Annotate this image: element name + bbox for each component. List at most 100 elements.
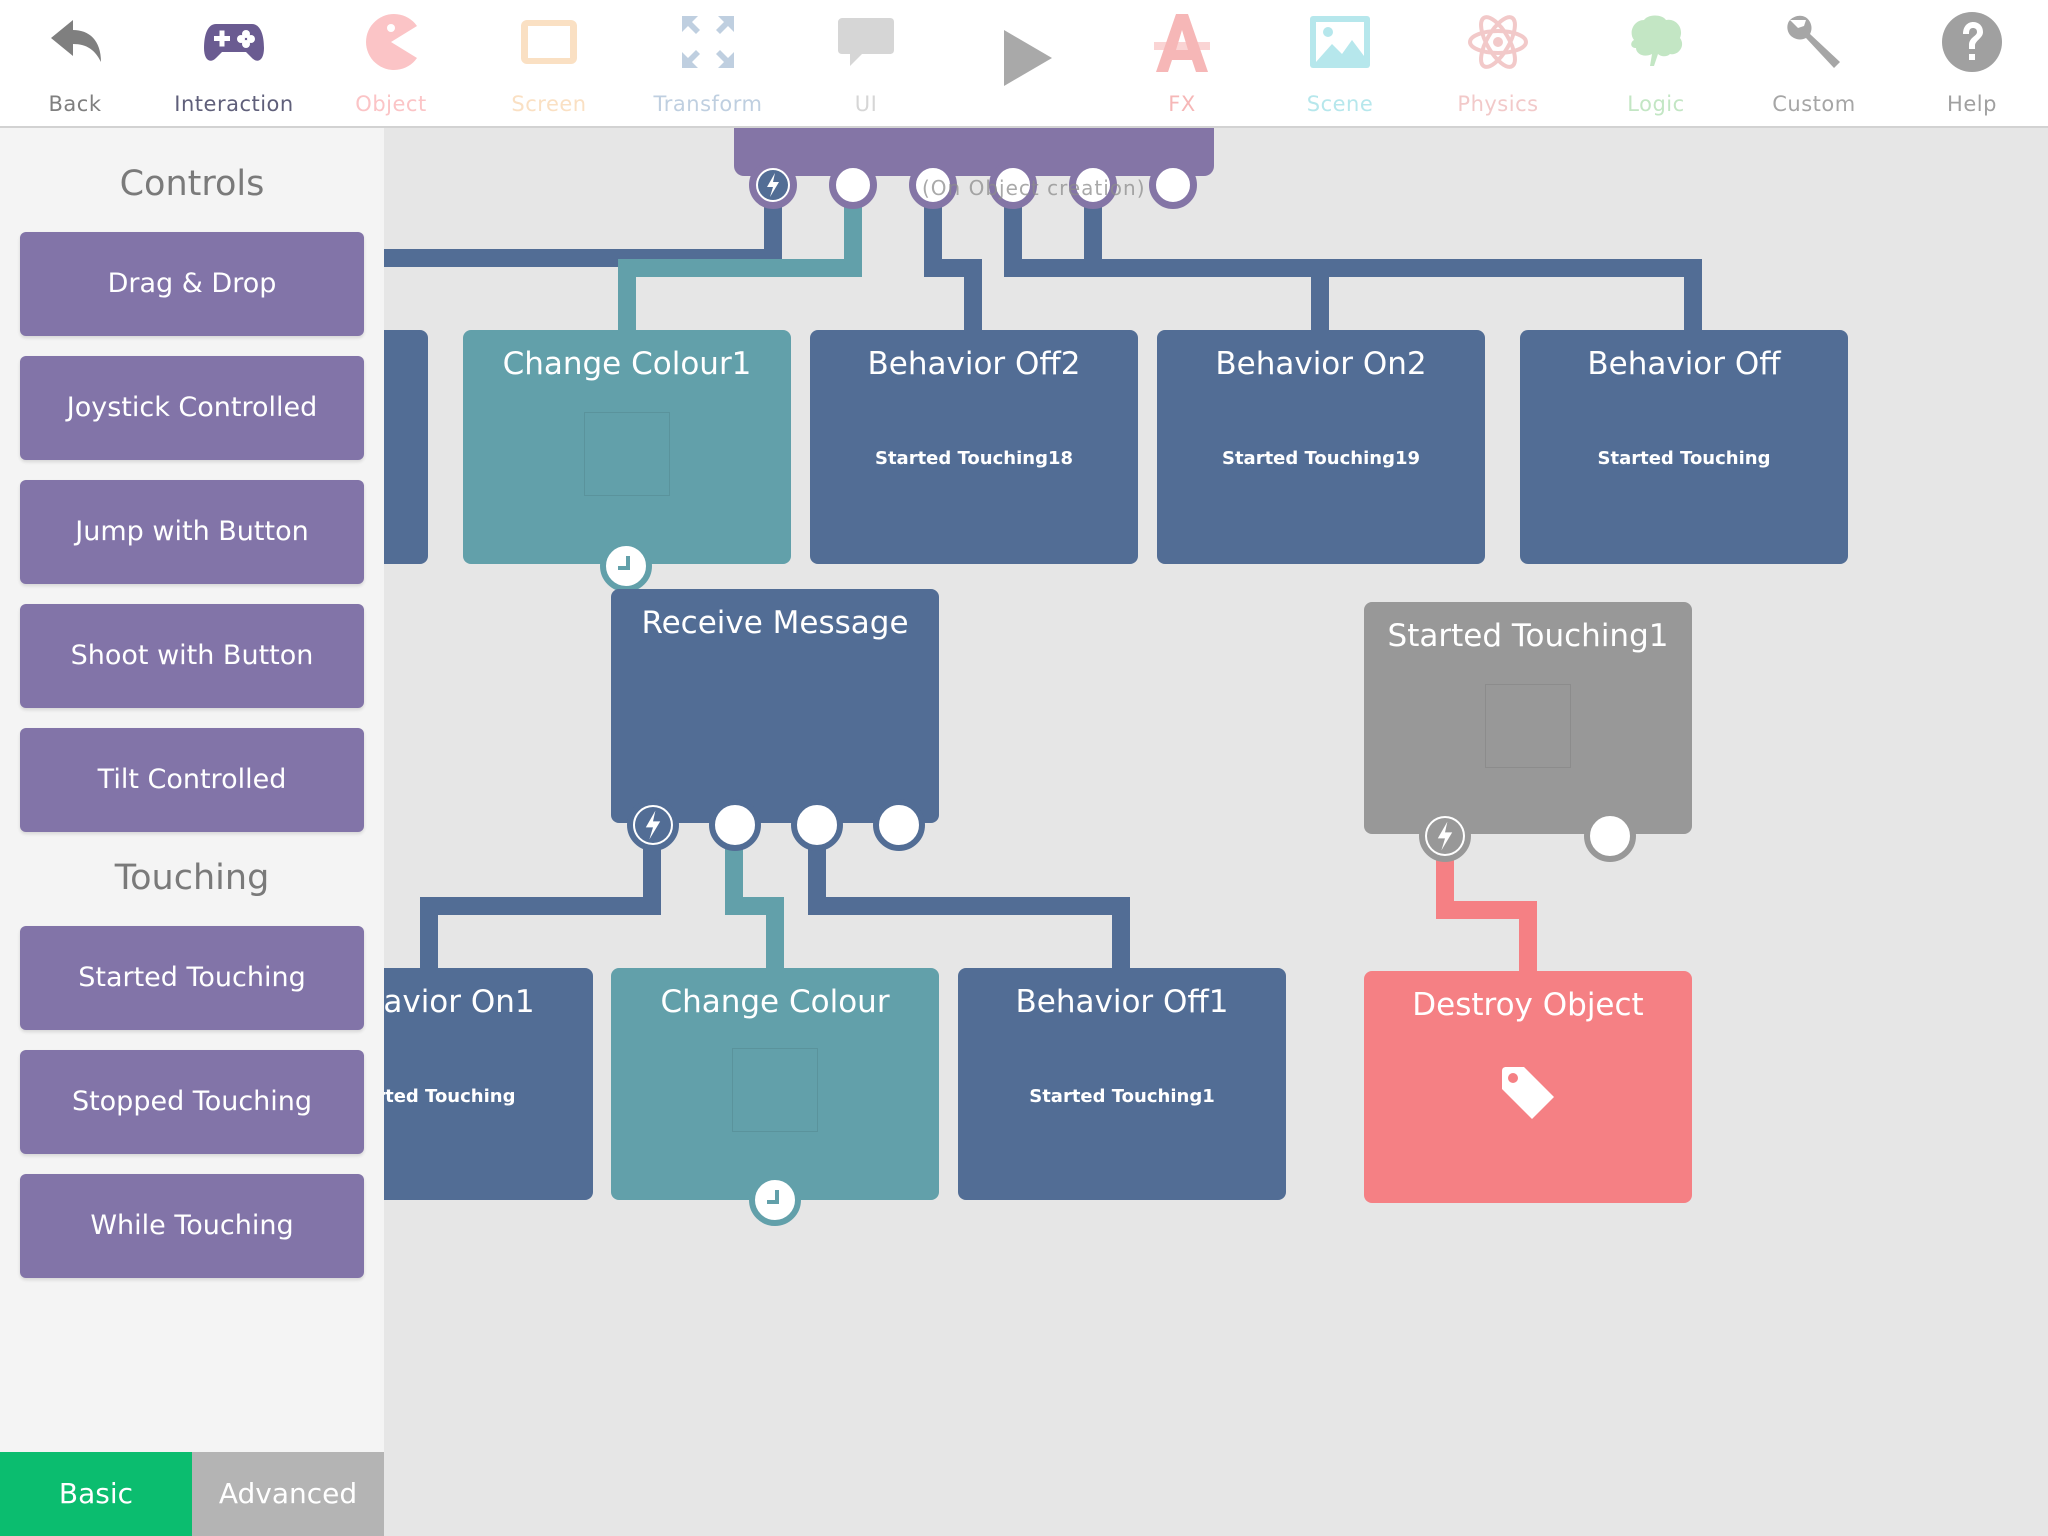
sidebar-item-jump-with-button[interactable]: Jump with Button — [20, 480, 364, 584]
toolbar-logic-label: Logic — [1627, 92, 1685, 116]
node-subtitle: Started Touching19 — [1221, 448, 1421, 469]
node-title: Destroy Object — [1412, 987, 1644, 1023]
toolbar-help-label: Help — [1947, 92, 1997, 116]
toolbar-ui-button[interactable]: UI — [791, 0, 941, 126]
node-title: Behavior Off1 — [1015, 984, 1229, 1020]
output-port[interactable] — [1149, 161, 1197, 209]
brain-icon — [1631, 15, 1683, 66]
toolbar-object-button[interactable]: Object — [316, 0, 466, 126]
output-port[interactable] — [1069, 161, 1117, 209]
toolbar-scene-label: Scene — [1306, 92, 1374, 116]
toolbar-logic-button[interactable]: Logic — [1581, 0, 1731, 126]
trigger-port[interactable] — [1419, 810, 1471, 862]
output-port[interactable] — [1584, 810, 1636, 862]
change-colour1-node[interactable]: Change Colour1 — [463, 330, 791, 564]
sidebar-item-drag-drop[interactable]: Drag & Drop — [20, 232, 364, 336]
node-subtitle: Started Touching18 — [874, 448, 1074, 469]
sidebar-section-controls: Controls — [119, 164, 265, 204]
wire-behavior-off1 — [808, 838, 1130, 968]
started-touching1-node[interactable]: Started Touching1 — [1364, 602, 1692, 834]
sidebar-item-stopped-touching[interactable]: Stopped Touching — [20, 1050, 364, 1154]
node-title: Behavior Off — [1587, 346, 1781, 382]
colour-swatch — [732, 1048, 818, 1132]
node-title: Change Colour — [660, 984, 890, 1020]
wire-destroy-object — [1436, 838, 1537, 972]
tag-icon — [1502, 1067, 1554, 1119]
node-title: Change Colour1 — [502, 346, 752, 382]
output-port[interactable] — [989, 161, 1037, 209]
change-colour-node[interactable]: Change Colour — [611, 968, 939, 1200]
toolbar-scene-button[interactable]: Scene — [1265, 0, 1415, 126]
wrench-icon — [1787, 15, 1840, 69]
sidebar-section-touching: Touching — [114, 858, 270, 898]
toolbar: Back Interaction Object Screen — [0, 0, 2048, 128]
toolbar-help-button[interactable]: Help — [1897, 0, 2047, 126]
toolbar-interaction-button[interactable]: Interaction — [159, 0, 309, 126]
behavior-off-node[interactable]: Behavior Off Started Touching — [1520, 330, 1848, 564]
colour-swatch — [584, 412, 670, 496]
toolbar-back-label: Back — [48, 92, 102, 116]
sidebar-item-while-touching[interactable]: While Touching — [20, 1174, 364, 1278]
lightning-icon — [635, 807, 671, 843]
toolbar-physics-button[interactable]: Physics — [1423, 0, 1573, 126]
atom-icon — [1468, 15, 1528, 69]
gamepad-icon — [204, 24, 264, 61]
pacman-icon — [366, 14, 417, 71]
behavior-on2-node[interactable]: Behavior On2 Started Touching19 — [1157, 330, 1485, 564]
tab-advanced[interactable]: Advanced — [192, 1452, 384, 1536]
toolbar-custom-button[interactable]: Custom — [1739, 0, 1889, 126]
wire-behavior-on1 — [420, 838, 661, 968]
trigger-port[interactable] — [627, 799, 679, 851]
toolbar-transform-button[interactable]: Transform — [633, 0, 783, 126]
output-port[interactable] — [873, 799, 925, 851]
clock-port[interactable] — [749, 1174, 801, 1226]
question-circle-icon — [1942, 12, 2002, 72]
destroy-object-node[interactable]: Destroy Object — [1364, 971, 1692, 1203]
toolbar-fx-button[interactable]: FX — [1107, 0, 1257, 126]
tablet-icon — [521, 20, 577, 64]
clock-icon — [767, 1190, 779, 1204]
output-port[interactable] — [791, 799, 843, 851]
back-arrow-icon — [51, 20, 101, 62]
output-port[interactable] — [909, 161, 957, 209]
sidebar-item-started-touching[interactable]: Started Touching — [20, 926, 364, 1030]
speech-bubble-icon — [838, 18, 894, 66]
lightning-icon — [758, 170, 788, 200]
tab-basic[interactable]: Basic — [0, 1452, 192, 1536]
sidebar-item-joystick-controlled[interactable]: Joystick Controlled — [20, 356, 364, 460]
lightning-icon — [1427, 818, 1463, 854]
transform-arrows-icon — [682, 16, 734, 68]
behavior-off1-node[interactable]: Behavior Off1 Started Touching1 — [958, 968, 1286, 1200]
sidebar-item-shoot-with-button[interactable]: Shoot with Button — [20, 604, 364, 708]
trigger-port[interactable] — [749, 161, 797, 209]
receive-message-node[interactable]: Receive Message — [611, 589, 939, 823]
node-title: Receive Message — [641, 605, 909, 641]
clock-port[interactable] — [600, 540, 652, 592]
toolbar-physics-label: Physics — [1457, 92, 1539, 116]
wire-change-colour1 — [618, 166, 862, 332]
toolbar-screen-label: Screen — [511, 92, 587, 116]
toolbar-screen-button[interactable]: Screen — [474, 0, 624, 126]
toolbar-play-button[interactable] — [949, 0, 1099, 126]
output-port[interactable] — [829, 161, 877, 209]
node-subtitle: Started Touching1 — [1029, 1086, 1215, 1107]
node-title: Behavior On2 — [1215, 346, 1427, 382]
object-creation-node[interactable] — [734, 120, 1214, 176]
toolbar-transform-label: Transform — [653, 92, 763, 116]
play-icon — [1004, 30, 1052, 86]
behavior-off2-node[interactable]: Behavior Off2 Started Touching18 — [810, 330, 1138, 564]
fx-icon — [1154, 14, 1210, 72]
node-subtitle: Started Touching — [1597, 448, 1771, 469]
landscape-image-icon — [1310, 16, 1370, 68]
toolbar-back-button[interactable]: Back — [0, 0, 150, 126]
sidebar-item-tilt-controlled[interactable]: Tilt Controlled — [20, 728, 364, 832]
toolbar-fx-label: FX — [1168, 92, 1196, 116]
sidebar: Controls Drag & Drop Joystick Controlled… — [0, 128, 384, 1536]
wire-behavior-off2 — [924, 166, 982, 332]
toolbar-ui-label: UI — [854, 92, 878, 116]
wire-change-colour — [725, 838, 784, 968]
node-title: Behavior Off2 — [867, 346, 1081, 382]
output-port[interactable] — [709, 799, 761, 851]
connection-wires — [380, 166, 1702, 972]
wire-behavior-off — [1004, 166, 1702, 332]
